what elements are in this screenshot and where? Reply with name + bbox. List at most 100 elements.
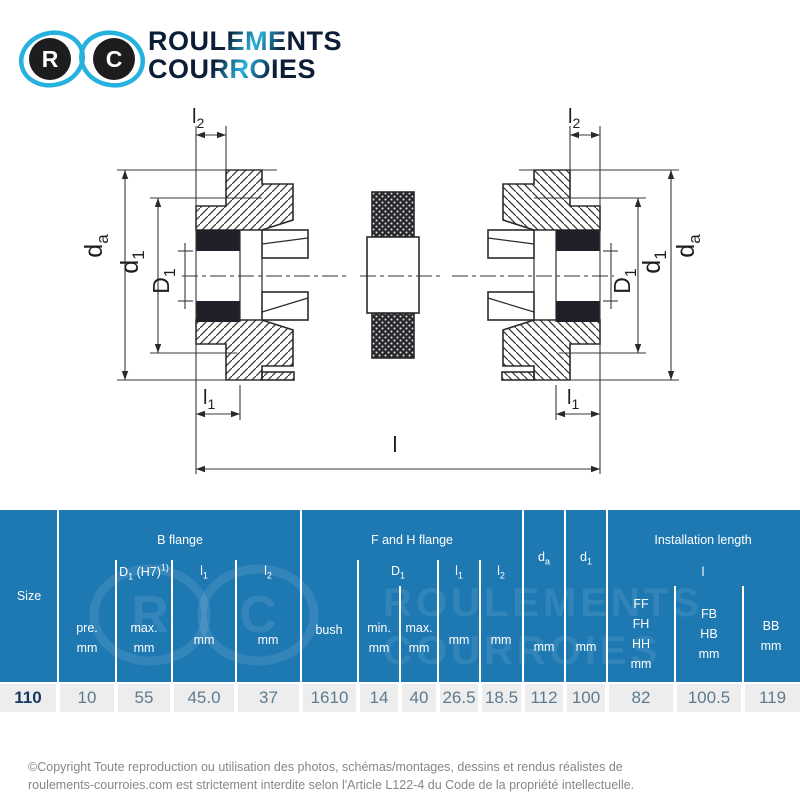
label-d1-right: d1: [638, 250, 670, 273]
col-l2-b-header: l2: [264, 563, 272, 581]
flange-hatched-bottom: [195, 319, 294, 381]
col-d1-unit: mm: [575, 640, 597, 654]
divider: [437, 560, 439, 682]
divider: [606, 510, 608, 682]
col-max-f-unit: max.mm: [405, 621, 433, 655]
copyright-notice: ©Copyright Toute reproduction ou utilisa…: [28, 758, 778, 794]
col-max-b-unit: max.mm: [130, 621, 158, 655]
divider: [564, 510, 566, 682]
cell-len-fb: 100.5: [677, 684, 741, 712]
elastomer-top: [371, 191, 415, 238]
infinity-logo-icon: R C: [19, 30, 145, 88]
coupling-technical-drawing: l2 l2 l1 l1 l da da d1 d1 D1 D1: [80, 106, 704, 474]
col-l2-f-header: l2: [497, 563, 505, 581]
label-l1-right: l1: [567, 387, 579, 412]
group-installation-length: Installation length: [654, 533, 752, 547]
cell-d1max-b: 55: [118, 684, 170, 712]
watermark-letter-c: C: [239, 586, 277, 644]
col-pre-unit: pre.mm: [76, 621, 98, 655]
table-watermark: R C ROULEMENTS COURROIES: [89, 564, 703, 673]
divider: [399, 586, 401, 682]
copyright-line-2: roulements-courroies.com est strictement…: [28, 778, 635, 792]
flange-foot-strip: [261, 371, 295, 381]
col-l1-f-unit: mm: [448, 633, 470, 647]
divider: [115, 560, 117, 682]
label-da-right: da: [672, 234, 704, 258]
cell-len-bb: 119: [745, 684, 800, 712]
claw-top-jaw-line: [261, 237, 309, 245]
bush-section-dark-top: [196, 230, 240, 251]
logo-letter-c: C: [106, 46, 123, 72]
col-l1-b-header: l1: [200, 563, 208, 581]
cell-da: 112: [525, 684, 563, 712]
cell-l1-b: 45.0: [174, 684, 234, 712]
table-row: 110 10 55 45.0 37 1610 14 40 26.5 18.5 1…: [0, 684, 800, 712]
cell-d1min-f: 14: [360, 684, 398, 712]
col-l1-b-unit: mm: [193, 633, 215, 647]
divider: [479, 560, 481, 682]
elastomer-element: [366, 191, 420, 359]
logo-letter-r: R: [42, 46, 59, 72]
col-bush-header: bush: [315, 623, 343, 637]
col-d1-h7-header: D1 (H7)1): [119, 562, 169, 582]
cell-l2-b: 37: [238, 684, 299, 712]
claw-bottom: [261, 291, 309, 321]
col-da-header: da: [538, 549, 550, 567]
cell-pre: 10: [60, 684, 114, 712]
col-size-header: Size: [16, 589, 42, 603]
col-d1-header: d1: [580, 549, 592, 567]
divider: [522, 510, 524, 682]
divider: [300, 510, 302, 682]
col-l1-f-header: l1: [455, 563, 463, 581]
col-l2-b-unit: mm: [257, 633, 279, 647]
divider: [57, 510, 59, 682]
flange-half-section: [195, 169, 309, 381]
copyright-line-1: ©Copyright Toute reproduction ou utilisa…: [28, 760, 623, 774]
table-header: R C ROULEMENTS COURROIES B flange F and …: [0, 510, 800, 682]
divider: [674, 586, 676, 682]
flange-hatched-top: [195, 169, 294, 231]
divider: [742, 586, 744, 682]
cell-l2-f: 18.5: [482, 684, 521, 712]
label-l2-right: l2: [568, 106, 580, 131]
label-d1-left: d1: [116, 250, 148, 273]
brand-logo: R C ROULEMENTS COURROIES: [16, 14, 436, 104]
cell-d1max-f: 40: [402, 684, 436, 712]
watermark-letter-r: R: [131, 586, 169, 644]
specification-table: R C ROULEMENTS COURROIES B flange F and …: [0, 510, 800, 716]
label-D1-left: D1: [148, 268, 179, 294]
claw-top: [261, 229, 309, 259]
divider: [235, 560, 237, 682]
flange-half-right: [487, 169, 601, 381]
label-D1-right: D1: [609, 268, 640, 294]
cell-bush: 1610: [303, 684, 356, 712]
elastomer-bottom: [371, 312, 415, 359]
claw-bottom-jaw-line: [261, 297, 309, 313]
cell-size: 110: [0, 684, 56, 712]
center-sleeve: [366, 236, 420, 314]
label-l2-left: l2: [192, 106, 204, 131]
watermark-word-2: COURROIES: [383, 629, 661, 673]
col-l2-f-unit: mm: [490, 633, 512, 647]
divider: [357, 560, 359, 682]
dimension-arrowheads: [121, 131, 675, 473]
bush-section-dark-bottom: [196, 301, 240, 322]
label-da-left: da: [80, 234, 112, 258]
dimension-labels: l2 l2 l1 l1 l da da d1 d1 D1 D1: [80, 106, 704, 457]
label-l-overall: l: [393, 432, 398, 457]
col-l-header: l: [701, 565, 705, 579]
watermark-word-1: ROULEMENTS: [383, 581, 703, 625]
group-b-flange: B flange: [157, 533, 203, 547]
divider: [171, 560, 173, 682]
cell-d1: 100: [567, 684, 605, 712]
group-fh-flange: F and H flange: [371, 533, 453, 547]
cell-l1-f: 26.5: [440, 684, 478, 712]
col-d1-f-header: D1: [390, 563, 406, 581]
col-da-unit: mm: [533, 640, 555, 654]
label-l1-left: l1: [203, 387, 215, 412]
cell-len-ff: 82: [609, 684, 673, 712]
col-min-f-unit: min.mm: [367, 621, 391, 655]
